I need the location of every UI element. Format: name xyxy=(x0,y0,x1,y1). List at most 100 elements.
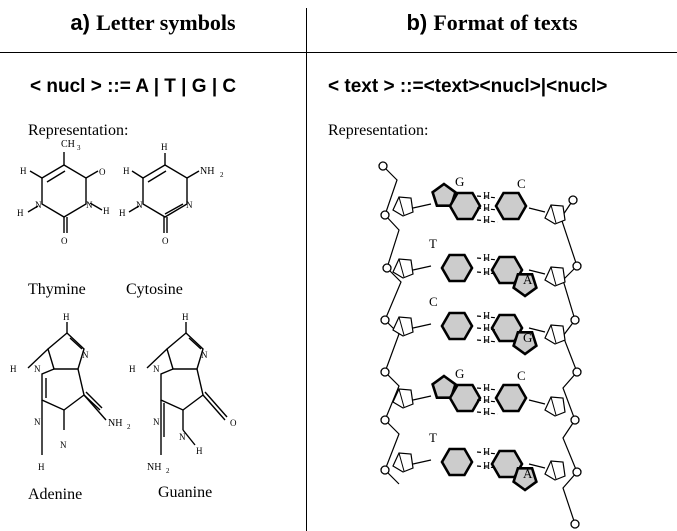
cytosine-h6: H xyxy=(123,166,130,176)
hbond-1-1 xyxy=(476,271,499,275)
hydrogen-2-0: H xyxy=(483,311,490,322)
right-sugar-4-inner xyxy=(550,460,557,480)
cytosine-o: O xyxy=(162,236,169,246)
adenine-nh2: NH xyxy=(108,418,122,429)
left-link-2 xyxy=(412,323,432,329)
left-sugar-1 xyxy=(392,258,414,279)
nucleobase-structures: CH 3 O N H O N H H Thymine H NH 2 N O xyxy=(10,139,237,503)
left-sugar-2-inner xyxy=(398,316,405,336)
thymine-n3: N xyxy=(86,200,93,210)
left-sugar-0-inner xyxy=(398,196,405,216)
base-0-right-label: C xyxy=(517,176,526,191)
hydrogen-4-0: H xyxy=(483,447,490,458)
hbond-3-1 xyxy=(476,399,499,403)
hydrogen-3-1: H xyxy=(483,395,490,406)
left-phosphate-4 xyxy=(380,367,390,377)
right-link-0 xyxy=(528,207,546,213)
guanine-nh2-sub: 2 xyxy=(166,467,170,475)
guanine-structure: H N N H O N H N NH 2 xyxy=(129,312,237,475)
cytosine-n1: N xyxy=(136,200,143,210)
adenine-n3: N xyxy=(34,417,41,427)
base-2-right-pentagon xyxy=(512,330,538,356)
left-link-0 xyxy=(412,203,432,209)
hbond-4-1 xyxy=(476,465,499,469)
adenine-n9: N xyxy=(34,364,41,374)
right-sugar-1-inner xyxy=(550,266,557,286)
thymine-label: Thymine xyxy=(28,281,86,298)
nucl-grammar: < nucl > ::= A | T | G | C xyxy=(30,76,237,97)
thymine-o-top: O xyxy=(99,167,106,177)
left-link-3 xyxy=(412,395,432,401)
base-1-left-label: T xyxy=(429,236,437,251)
right-sugar-3 xyxy=(544,396,566,417)
base-1-right-pentagon xyxy=(512,272,538,298)
hydrogen-3-2: H xyxy=(483,407,490,418)
right-link-3 xyxy=(528,399,546,405)
base-0-left-pentagon xyxy=(431,182,457,207)
hydrogen-2-1: H xyxy=(483,323,490,334)
left-phosphate-5 xyxy=(380,415,390,425)
right-sugar-0-inner xyxy=(550,204,557,224)
base-2-right-label: G xyxy=(523,330,532,345)
right-phosphate-2 xyxy=(570,315,580,325)
thymine-h3: H xyxy=(103,206,110,216)
base-4-right-pentagon xyxy=(512,466,538,492)
cytosine-n3: N xyxy=(186,200,193,210)
thymine-o-bottom: O xyxy=(61,236,68,246)
adenine-label: Adenine xyxy=(28,486,82,503)
thymine-n1: N xyxy=(35,200,42,210)
adenine-nh2-sub: 2 xyxy=(127,423,131,431)
left-link-1 xyxy=(412,265,432,271)
right-phosphate-6 xyxy=(570,519,580,529)
hydrogen-3-0: H xyxy=(483,383,490,394)
hbond-0-1 xyxy=(476,207,499,211)
base-0-left-hexagon xyxy=(448,191,482,221)
hbond-0-0 xyxy=(476,195,499,199)
base-0-left-label: G xyxy=(455,174,464,189)
thymine-structure: CH 3 O N H O N H H xyxy=(17,139,110,246)
left-representation-label: Representation: xyxy=(28,122,129,139)
hydrogen-1-0: H xyxy=(483,253,490,264)
base-1-right-label: A xyxy=(523,272,533,287)
hbond-0-2 xyxy=(476,219,499,223)
header-format-of-texts: b) Format of texts xyxy=(307,8,677,42)
hydrogen-0-1: H xyxy=(483,203,490,214)
adenine-structure: H N N H NH 2 N N H xyxy=(10,312,131,472)
cytosine-h5: H xyxy=(161,142,168,152)
base-4-left-hexagon xyxy=(440,447,474,477)
base-3-left-pentagon xyxy=(431,374,457,400)
guanine-n7: N xyxy=(201,350,208,360)
hydrogen-0-2: H xyxy=(483,215,490,226)
right-sugar-1 xyxy=(544,266,566,287)
left-sugar-1-inner xyxy=(398,258,405,278)
right-phosphate-5 xyxy=(572,467,582,477)
header-a-label: a) xyxy=(70,10,90,35)
adenine-h8: H xyxy=(63,312,70,322)
left-sugar-4 xyxy=(392,452,414,473)
adenine-n7: N xyxy=(82,350,89,360)
left-sugar-3-inner xyxy=(398,388,405,408)
thymine-h1: H xyxy=(17,208,24,218)
hbond-1-0 xyxy=(476,257,499,261)
right-sugar-4 xyxy=(544,460,566,481)
hbond-2-2 xyxy=(476,339,499,343)
right-link-2 xyxy=(528,327,546,333)
right-phosphate-3 xyxy=(572,367,582,377)
cytosine-nh2-sub: 2 xyxy=(220,171,224,179)
base-4-left-label: T xyxy=(429,430,437,445)
left-sugar-0 xyxy=(392,196,414,217)
right-link-4 xyxy=(528,463,546,469)
hbond-3-0 xyxy=(476,387,499,391)
guanine-h1: H xyxy=(196,446,203,456)
hbond-4-0 xyxy=(476,451,499,455)
left-sugar-4-inner xyxy=(398,452,405,472)
guanine-h8: H xyxy=(182,312,189,322)
cytosine-h1: H xyxy=(119,208,126,218)
thymine-ch3: CH xyxy=(61,139,75,150)
thymine-ch3-sub: 3 xyxy=(77,144,81,152)
hbond-3-2 xyxy=(476,411,499,415)
base-2-left-hexagon xyxy=(440,311,474,341)
adenine-n1: N xyxy=(60,440,67,450)
header-b-title: Format of texts xyxy=(433,10,578,35)
